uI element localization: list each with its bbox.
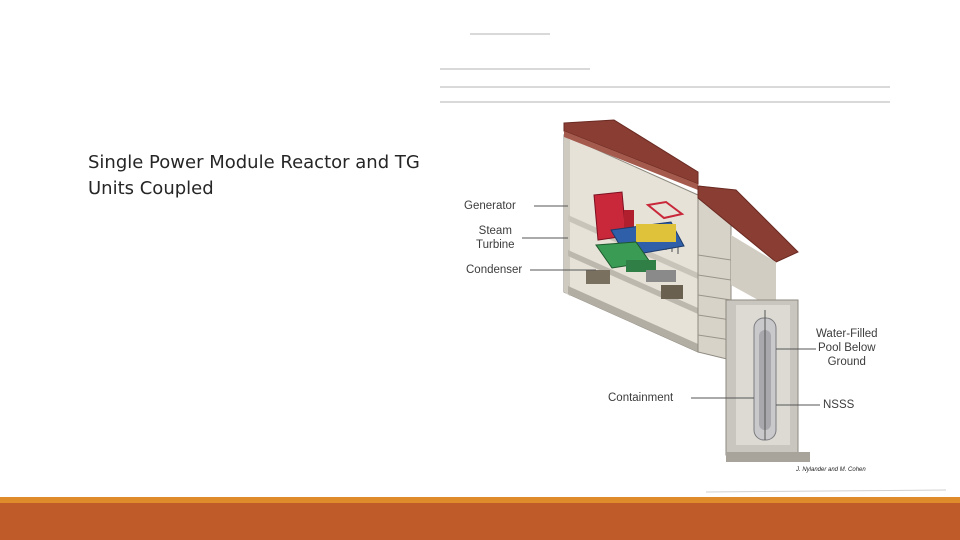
scan-artifact [440,86,890,88]
condenser-label: Condenser [466,264,523,276]
steam-turbine-label-line-1: Steam [478,225,512,237]
slide-title-line-1: Single Power Module Reactor and TG [88,152,420,173]
footer-accent-stripe [0,497,960,503]
steam-turbine-label: Steam Turbine [476,224,515,252]
scan-artifact [440,101,890,103]
reactor-cutaway-figure: Generator Steam Turbine Condenser Water-… [436,0,960,500]
generator-label: Generator [464,200,516,212]
reactor-cutaway-illustration [522,119,947,493]
containment-label: Containment [608,392,674,404]
footer-bar [0,503,960,540]
figure-credit: J. Nylander and M. Cohen [796,467,866,473]
water-pool-label-line-3: Ground [827,356,866,368]
steam-turbine-label-line-2: Turbine [476,239,515,251]
water-pool-label-line-2: Pool Below [818,342,876,354]
water-pool-label-line-1: Water-Filled [816,328,878,340]
slide-title: Single Power Module Reactor and TG Units… [88,150,468,202]
scan-artifact [470,33,550,35]
slide-title-line-2: Units Coupled [88,178,214,199]
water-pool-label: Water-Filled Pool Below Ground [816,327,878,369]
scan-artifact [440,68,590,70]
nsss-label: NSSS [823,399,855,411]
